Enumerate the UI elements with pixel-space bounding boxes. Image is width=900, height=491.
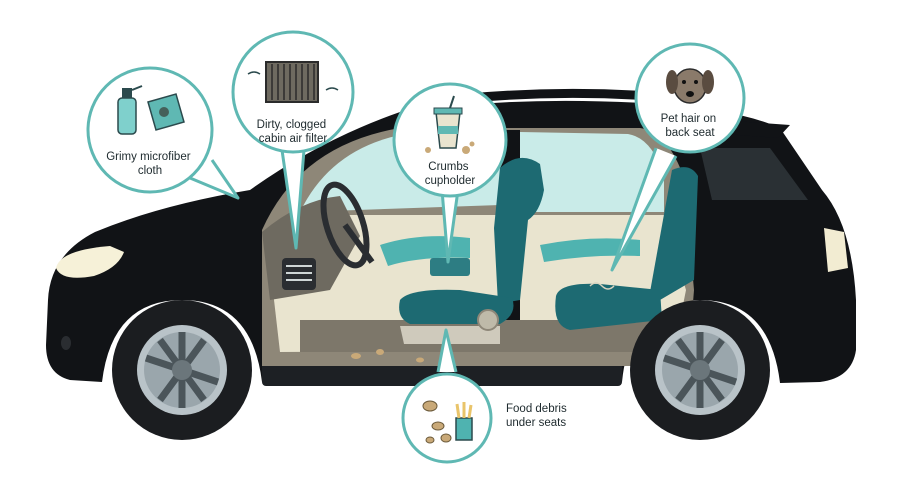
callout-crumbs-cupholder: Crumbs cupholder (392, 82, 508, 264)
microfiber-cloth-icon (147, 93, 185, 131)
svg-text:Grimy microfiber cloth: Grimy microfiber cloth (106, 151, 194, 177)
svg-text:Crumbs cupholder: Crumbs cupholder (425, 161, 476, 187)
rear-seat (650, 167, 698, 300)
svg-text:Pet hair on back seat: Pet hair on back seat (661, 113, 720, 139)
callout-label: Food debris (506, 403, 567, 415)
callout-label: cupholder (425, 175, 476, 187)
callout-label: under seats (506, 417, 566, 429)
dog-icon (666, 68, 714, 104)
callout-pet-hair: Pet hair on back seat (610, 42, 746, 272)
callout-label: Crumbs (428, 161, 469, 173)
callout-cabin-air-filter: Dirty, clogged cabin air filter (231, 30, 355, 250)
svg-text:Dirty, clogged cabin air: Dirty, clogged cabin air filter (257, 119, 330, 145)
callout-microfiber-cloth: Grimy microfiber cloth (86, 66, 240, 200)
dashboard (262, 181, 375, 300)
callout-label: Pet hair on (661, 113, 717, 125)
callout-label: Grimy microfiber (106, 151, 191, 163)
tail-light (824, 228, 848, 272)
rear-wheel (630, 300, 770, 440)
fries-icon (455, 402, 473, 441)
food-debris (351, 349, 424, 363)
front-wheel (112, 300, 252, 440)
seats (399, 157, 698, 344)
spray-bottle-icon (117, 85, 143, 135)
callout-food-debris: Food debris under seats (401, 328, 570, 464)
callout-label: cabin air filter (259, 133, 328, 145)
drink-cup-icon (433, 95, 463, 149)
callout-label: cloth (138, 165, 162, 177)
svg-text:Food debris under seats: Food debris under seats (506, 403, 570, 429)
callout-label: Dirty, clogged (257, 119, 326, 131)
steering-wheel-icon (320, 181, 370, 269)
callout-label: back seat (665, 127, 715, 139)
front-seat (494, 157, 544, 304)
air-filter-icon (247, 61, 339, 103)
headlight (56, 246, 124, 278)
